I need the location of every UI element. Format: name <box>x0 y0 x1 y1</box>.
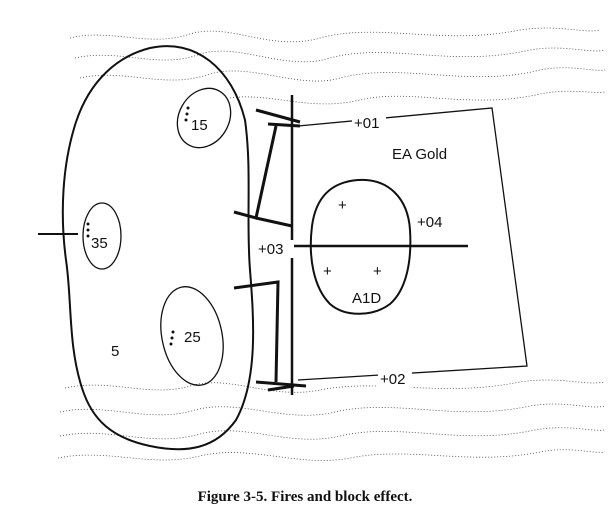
a1d-area <box>309 178 412 315</box>
enemy-boundary <box>61 45 255 451</box>
label-ea-gold: EA Gold <box>392 146 447 163</box>
plus-marker: + <box>373 263 382 280</box>
terrain-lines <box>57 27 606 461</box>
label-plus-04: +04 <box>417 214 442 231</box>
label-plus-01: +01 <box>354 115 379 132</box>
position-35: 35 <box>82 202 122 270</box>
label-25: 25 <box>184 329 201 346</box>
label-a1d: A1D <box>352 290 381 307</box>
position-25: 25 <box>160 286 224 386</box>
position-15: 15 <box>176 87 232 149</box>
plus-marker: + <box>323 263 332 280</box>
label-15: 15 <box>191 117 208 134</box>
label-5: 5 <box>111 343 119 360</box>
label-plus-03: +03 <box>258 241 283 258</box>
obstacle-tripwires <box>233 108 307 392</box>
engagement-area-boundary <box>297 107 528 381</box>
figure-caption: Figure 3-5. Fires and block effect. <box>197 489 413 505</box>
label-35: 35 <box>91 235 108 252</box>
label-plus-02: +02 <box>380 371 405 388</box>
plus-marker: + <box>338 197 347 214</box>
